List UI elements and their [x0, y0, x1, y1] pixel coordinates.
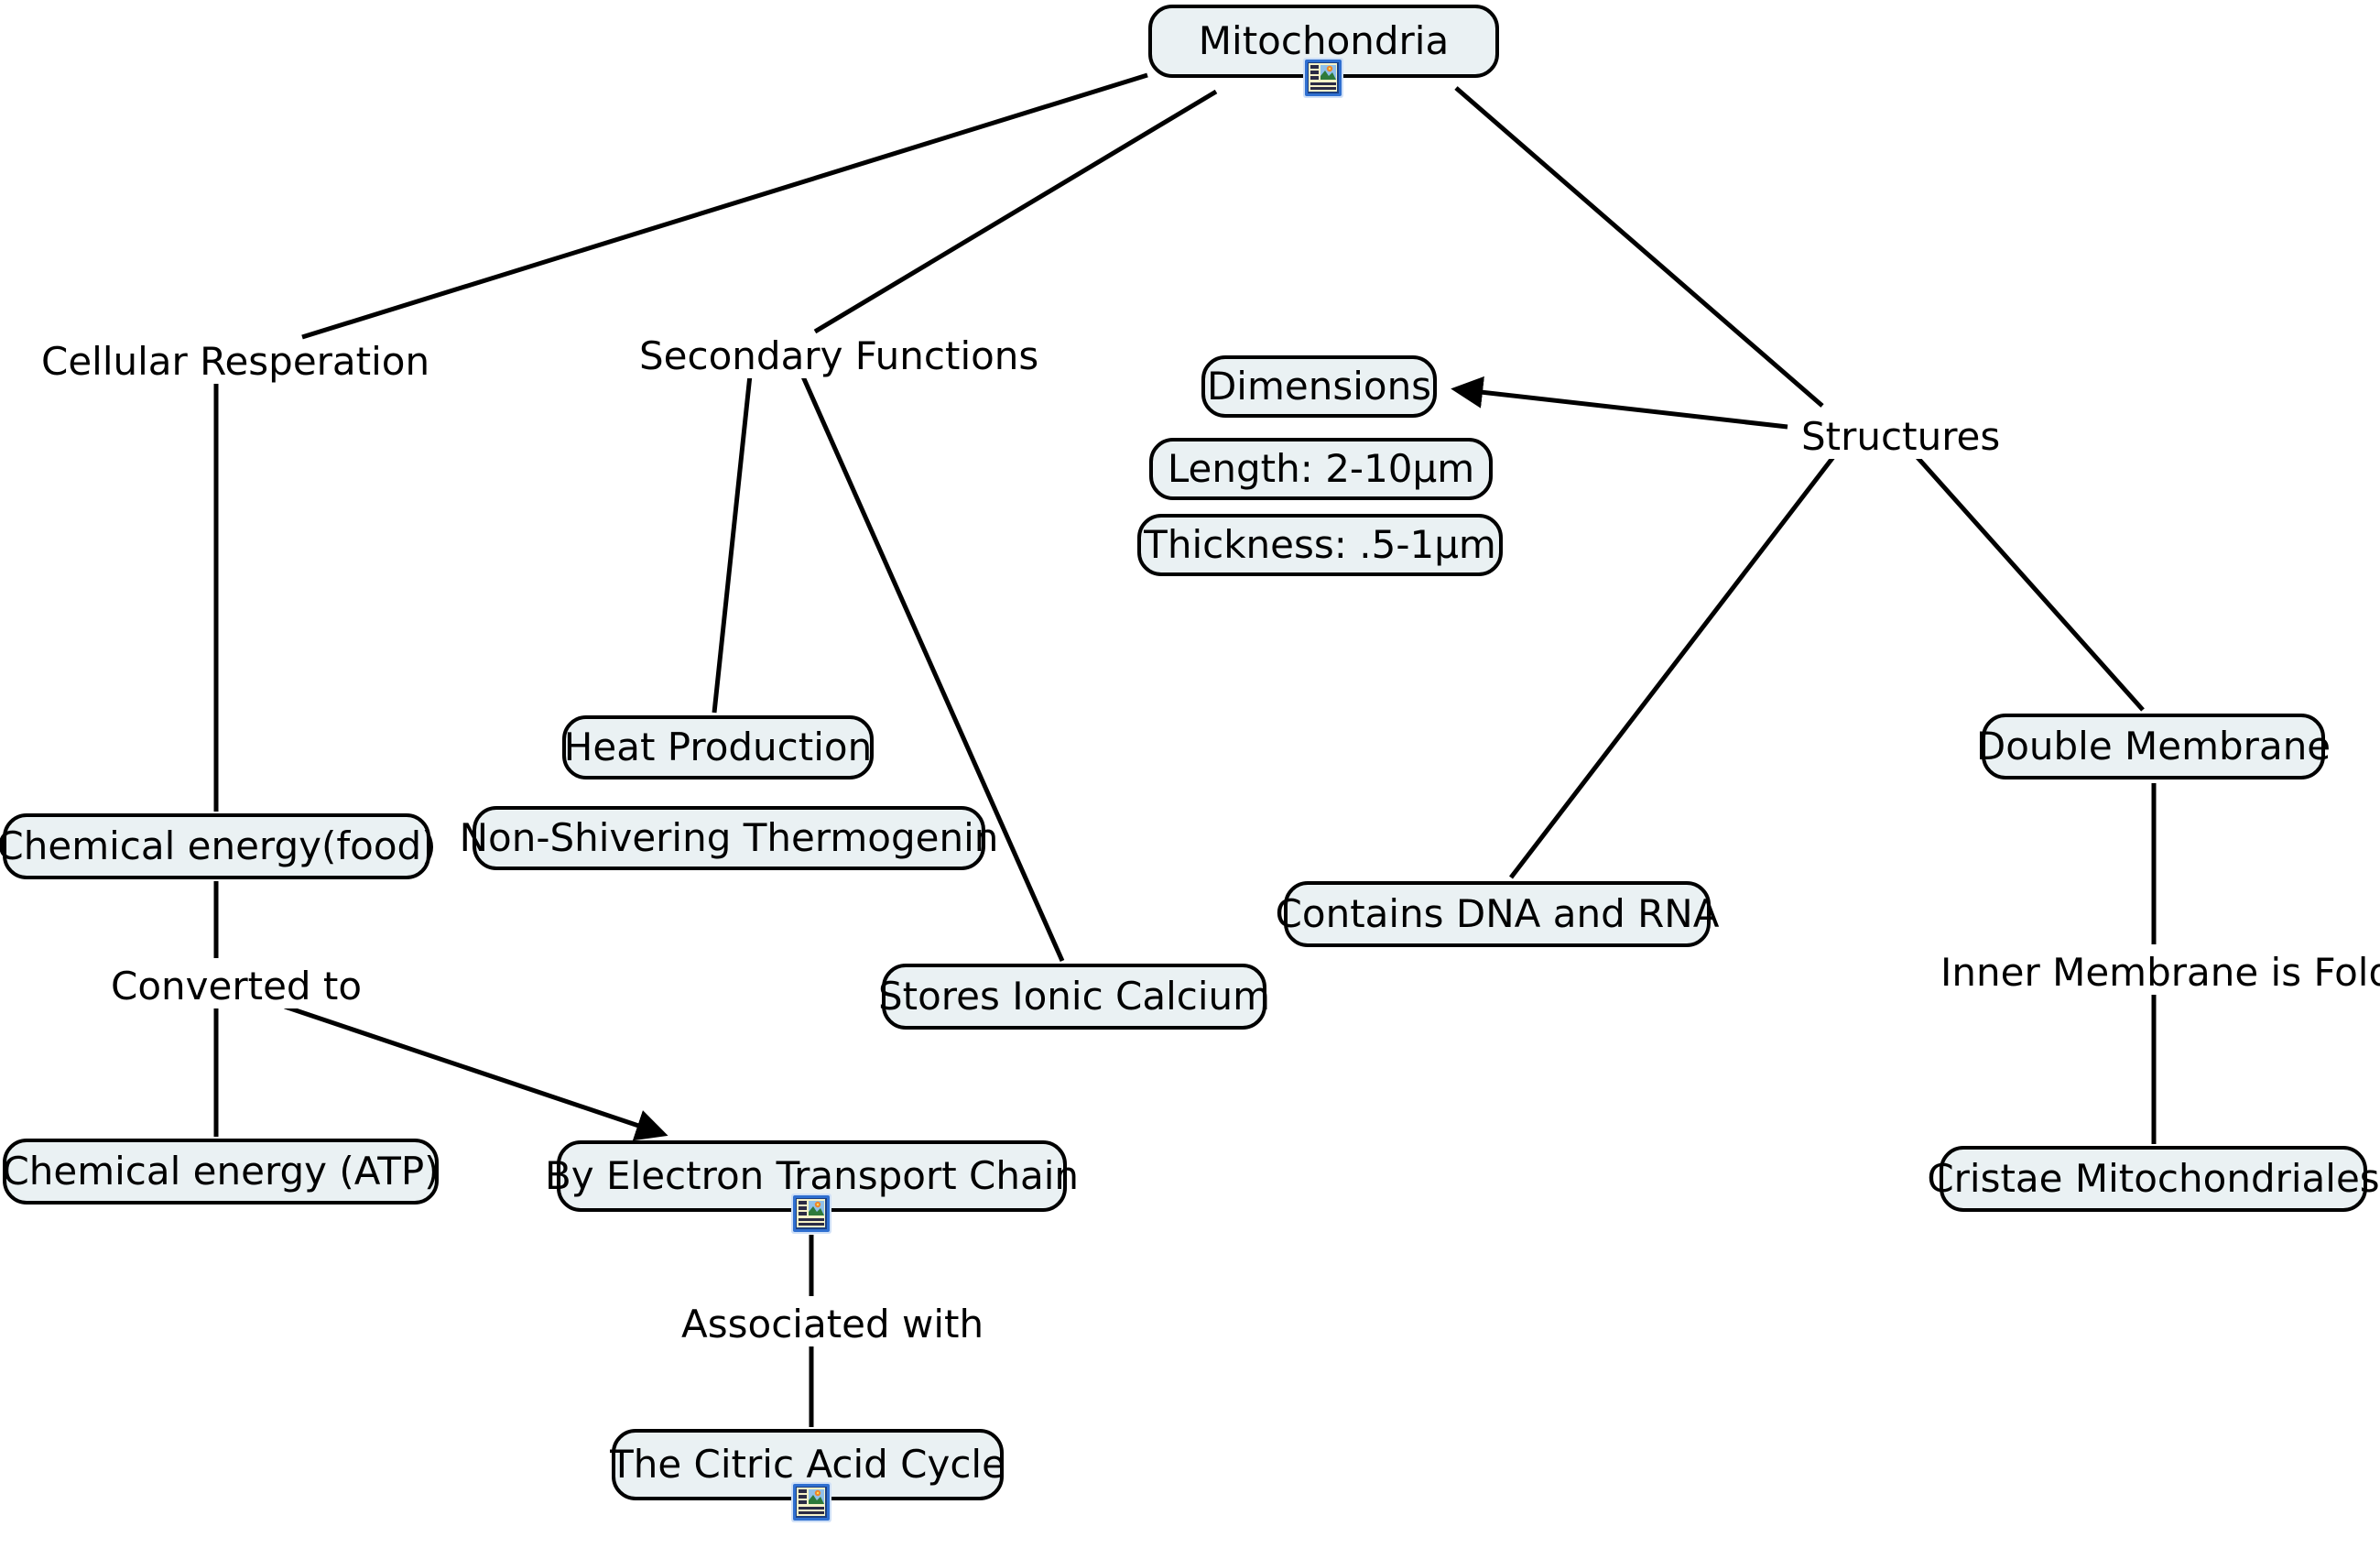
node-label: Double Membrane	[1975, 723, 2331, 769]
node-chemical-energy-atp[interactable]: Chemical energy (ATP)	[2, 1139, 440, 1205]
link-label-cellular-resperation[interactable]: Cellular Resperation	[34, 339, 438, 384]
link-label-inner-membrane-is-folded[interactable]: Inner Membrane is Folded	[1933, 951, 2380, 995]
node-chemical-energy-food[interactable]: Chemical energy(food)	[0, 813, 437, 879]
edge-converted-to-electron-chain	[284, 1004, 668, 1141]
node-label: The Citric Acid Cycle	[610, 1441, 1005, 1487]
edge-structures-to-double-membrane	[1912, 452, 2145, 712]
link-label-text: Cellular Resperation	[41, 339, 430, 384]
node-label: Contains DNA and RNA	[1275, 890, 1720, 936]
link-label-text: Converted to	[111, 964, 363, 1008]
link-label-text: Structures	[1801, 414, 2001, 459]
link-label-text: Associated with	[681, 1302, 984, 1346]
node-label: Cristae Mitochondriales	[1927, 1155, 2380, 1201]
document-image-resource-icon[interactable]	[790, 1193, 832, 1235]
node-label: Stores Ionic Calcium	[877, 973, 1271, 1019]
node-by-electron-transport-chain[interactable]: By Electron Transport Chain	[545, 1140, 1079, 1212]
node-label: Non-Shivering Thermogenin	[459, 814, 999, 860]
node-heat-production[interactable]: Heat Production	[562, 715, 874, 779]
edge-mito-to-secondary-functions	[813, 89, 1218, 334]
edge-mito-to-structures	[1454, 86, 1824, 408]
edge-mito-to-cellular-resperation	[301, 72, 1148, 340]
edge-secondary-to-calcium	[796, 365, 1065, 963]
node-mitochondria[interactable]: Mitochondria	[1148, 5, 1499, 78]
node-label: Heat Production	[563, 724, 873, 769]
node-label: Chemical energy (ATP)	[2, 1148, 440, 1194]
link-label-structures[interactable]: Structures	[1794, 414, 2008, 459]
node-stores-ionic-calcium[interactable]: Stores Ionic Calcium	[878, 964, 1270, 1030]
node-length[interactable]: Length: 2-10μm	[1149, 438, 1493, 500]
link-label-converted-to[interactable]: Converted to	[103, 964, 370, 1008]
node-label: Thickness: .5-1μm	[1144, 521, 1496, 567]
node-contains-dna-and-rna[interactable]: Contains DNA and RNA	[1276, 881, 1719, 947]
node-label: Length: 2-10μm	[1167, 445, 1475, 491]
node-thickness[interactable]: Thickness: .5-1μm	[1137, 514, 1503, 576]
node-dimensions[interactable]: Dimensions	[1201, 355, 1437, 418]
document-image-resource-icon[interactable]	[1302, 57, 1344, 99]
link-label-text: Inner Membrane is Folded	[1940, 950, 2380, 995]
node-label: Chemical energy(food)	[0, 823, 437, 868]
node-cristae-mitochondriales[interactable]: Cristae Mitochondriales	[1927, 1146, 2380, 1212]
edge-structures-to-dimensions	[1451, 376, 1788, 430]
node-label: Dimensions	[1206, 363, 1432, 409]
link-label-secondary-functions[interactable]: Secondary Functions	[632, 333, 1047, 378]
edge-secondary-to-heat	[712, 365, 754, 714]
link-label-text: Secondary Functions	[639, 333, 1039, 378]
node-non-shivering-thermogenin[interactable]: Non-Shivering Thermogenin	[460, 806, 998, 870]
node-label: By Electron Transport Chain	[544, 1152, 1080, 1198]
node-label: Mitochondria	[1198, 17, 1450, 63]
edge-structures-to-contains-dna	[1509, 452, 1838, 879]
node-double-membrane[interactable]: Double Membrane	[1976, 714, 2331, 779]
link-label-associated-with[interactable]: Associated with	[674, 1302, 992, 1346]
document-image-resource-icon[interactable]	[790, 1481, 832, 1523]
